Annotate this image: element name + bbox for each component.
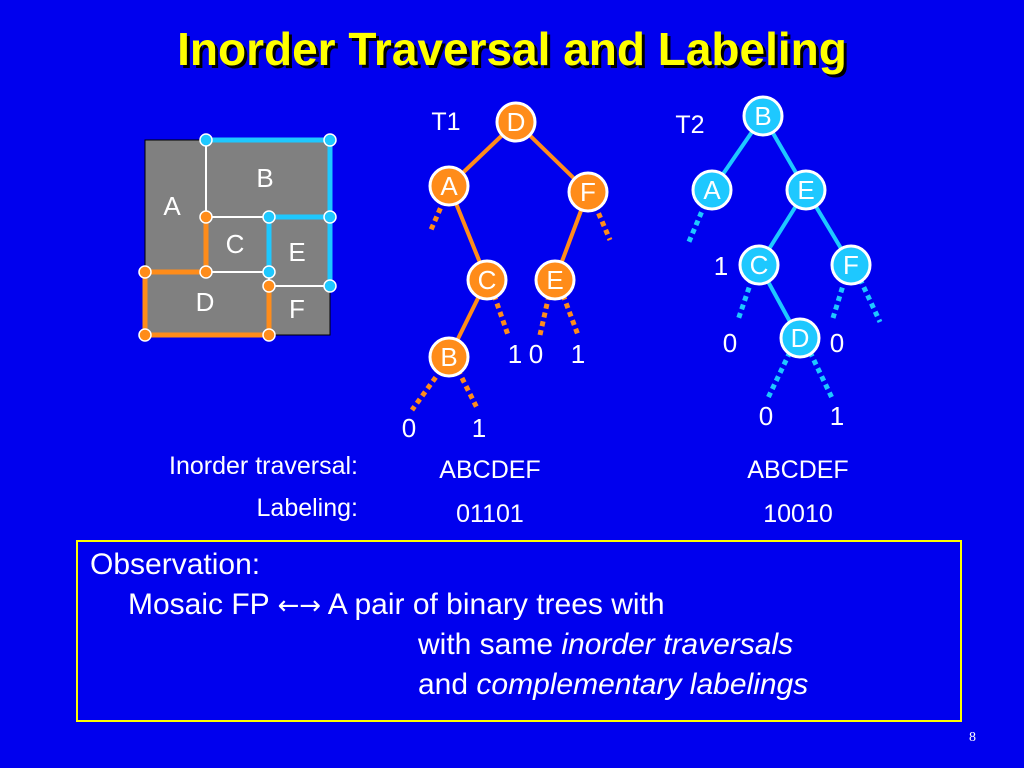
observation-statement: Mosaic FP ←→ A pair of binary trees with xyxy=(128,588,665,622)
leaf-label: 0 xyxy=(723,328,737,358)
t1-inorder: ABCDEF xyxy=(439,456,541,484)
leaf-label: 0 xyxy=(402,413,416,443)
t1-labeling: 01101 xyxy=(456,500,524,528)
observation-rhs: A pair of binary trees with xyxy=(327,588,665,621)
observation-box: Observation: Mosaic FP ←→ A pair of bina… xyxy=(76,540,962,722)
slide-title: Inorder Traversal and Labeling xyxy=(177,23,847,75)
svg-text:D: D xyxy=(791,323,810,353)
leaf-label: 1 xyxy=(508,339,522,369)
tree-t1: T1 D A F C E B 1 0 1 0 1 xyxy=(402,101,613,443)
svg-text:A: A xyxy=(703,175,721,205)
bidirectional-arrow-icon: ←→ xyxy=(277,591,322,621)
t1-node-d: D xyxy=(495,101,537,143)
tree-t2: T2 B A E C F D 1 0 0 0 1 xyxy=(675,95,883,431)
leaf-label: 1 xyxy=(830,401,844,431)
leaf-label: 1 xyxy=(571,339,585,369)
leaf-label: 1 xyxy=(714,251,728,281)
svg-text:D: D xyxy=(507,107,526,137)
t1-node-f: F xyxy=(567,171,609,213)
observation-line2: with same inorder traversals xyxy=(418,628,794,661)
observation-lhs: Mosaic FP xyxy=(128,588,270,621)
t2-node-b: B xyxy=(742,95,784,137)
svg-text:B: B xyxy=(440,342,457,372)
leaf-label: 0 xyxy=(759,401,773,431)
t2-node-c: C xyxy=(738,244,780,286)
t2-node-a: A xyxy=(691,169,733,211)
room-label: B xyxy=(256,163,273,193)
svg-text:F: F xyxy=(843,250,859,280)
t1-node-b: B xyxy=(428,336,470,378)
t2-labeling: 10010 xyxy=(763,500,833,528)
leaf-label: 0 xyxy=(830,328,844,358)
t2-node-f: F xyxy=(830,244,872,286)
t2-inorder: ABCDEF xyxy=(747,456,849,484)
leaf-label: 1 xyxy=(472,413,486,443)
tree-name: T1 xyxy=(431,108,460,136)
t1-node-a: A xyxy=(428,165,470,207)
t1-node-e: E xyxy=(534,259,576,301)
room-label: D xyxy=(196,287,215,317)
svg-text:E: E xyxy=(797,175,814,205)
observation-line3: and complementary labelings xyxy=(418,668,809,701)
svg-text:E: E xyxy=(546,265,563,295)
t2-node-e: E xyxy=(785,169,827,211)
mosaic-floorplan: A B C D E F xyxy=(138,133,337,342)
labeling-label: Labeling: xyxy=(256,494,358,522)
svg-text:F: F xyxy=(580,177,596,207)
inorder-label: Inorder traversal: xyxy=(169,452,358,480)
room-label: F xyxy=(289,294,305,324)
mosaic-outline xyxy=(144,139,331,336)
t2-node-d: D xyxy=(779,317,821,359)
svg-text:A: A xyxy=(440,171,458,201)
mosaic-vertices xyxy=(138,133,337,342)
room-label: C xyxy=(226,229,245,259)
page-number: 8 xyxy=(969,730,976,745)
svg-text:C: C xyxy=(750,250,769,280)
svg-text:C: C xyxy=(478,265,497,295)
t1-node-c: C xyxy=(466,259,508,301)
room-label: E xyxy=(288,237,305,267)
room-label: A xyxy=(163,191,181,221)
observation-heading: Observation: xyxy=(90,548,261,581)
tree-name: T2 xyxy=(675,111,704,139)
svg-text:B: B xyxy=(754,101,771,131)
leaf-label: 0 xyxy=(529,339,543,369)
